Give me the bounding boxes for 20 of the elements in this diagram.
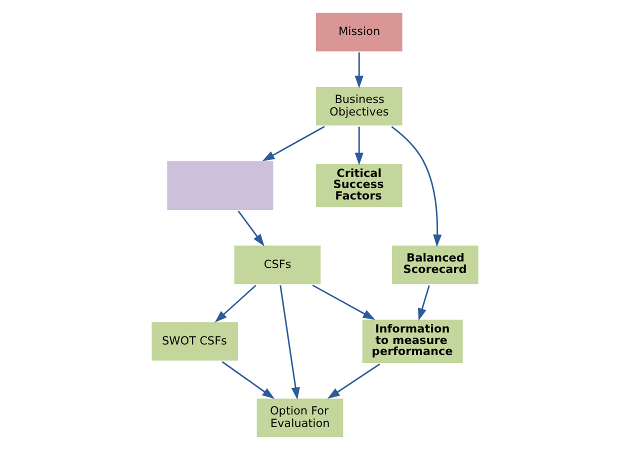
node-box: CSFs <box>232 244 322 286</box>
node-box <box>165 159 276 212</box>
arrow <box>327 363 380 399</box>
arrow <box>418 285 430 321</box>
arrow <box>222 361 275 399</box>
arrow <box>312 284 376 320</box>
node-box: Option For Evaluation <box>254 396 346 439</box>
node-box: Business Objectives <box>314 85 404 128</box>
arrow <box>354 52 364 88</box>
arrow <box>354 126 364 166</box>
arrow <box>214 284 256 322</box>
node-box: Information to measure performance <box>360 318 465 365</box>
arrow <box>262 126 325 162</box>
node-box: Critical Success Factors <box>314 162 404 210</box>
node-box: SWOT CSFs <box>150 320 240 362</box>
arrow <box>238 210 264 246</box>
arrow <box>280 285 300 400</box>
node-box: Mission <box>314 11 404 54</box>
node-box: Balanced Scorecard <box>390 244 480 286</box>
arrow <box>391 126 442 247</box>
